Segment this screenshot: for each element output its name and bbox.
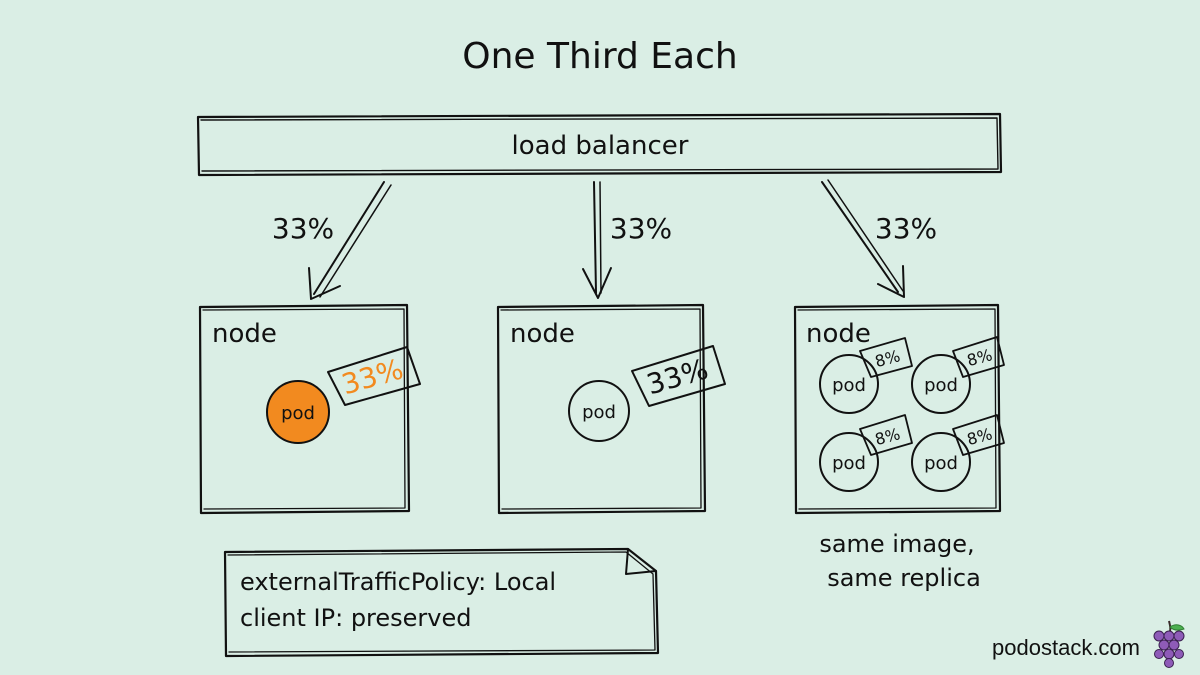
note-line1: externalTrafficPolicy: Local [240, 568, 556, 596]
node-label: node [212, 319, 277, 349]
pod: pod [568, 380, 630, 442]
pod: pod 8% [911, 336, 1005, 414]
node-caption-line1: same image, [819, 530, 974, 558]
pod-label: pod [832, 453, 866, 474]
traffic-arrow-center [582, 181, 612, 299]
pod: pod 8% [911, 414, 1005, 492]
pod-share-label: 8% [965, 345, 994, 370]
share-tag: 33% [631, 345, 726, 407]
node-label: node [510, 319, 575, 349]
grapes-icon [1153, 620, 1185, 668]
load-balancer-label: load balancer [512, 131, 689, 161]
site-credit: podostack.com [992, 635, 1140, 660]
share-tag: 33% [327, 346, 421, 406]
arrow-label-left: 33% [272, 212, 334, 245]
pod: pod [266, 380, 330, 444]
node-3: node pod 8% pod 8% pod 8% pod 8% same im… [793, 303, 1005, 592]
diagram-title: One Third Each [462, 36, 737, 77]
arrow-label-right: 33% [875, 212, 937, 245]
pod-share-label: 33% [338, 352, 407, 401]
pod-share-label: 8% [965, 424, 994, 449]
pod-label: pod [924, 453, 958, 474]
node-label: node [806, 319, 871, 349]
arrow-label-center: 33% [610, 212, 672, 245]
pod-share-label: 8% [873, 346, 902, 371]
load-balancer: load balancer [196, 112, 1003, 177]
pod-label: pod [582, 402, 616, 423]
node-2: node pod 33% [496, 303, 726, 515]
pod: pod 8% [819, 337, 913, 414]
node-1: node pod 33% [198, 303, 421, 515]
pod-share-label: 8% [873, 424, 902, 449]
traffic-arrow-right [821, 179, 905, 298]
traffic-arrow-left [308, 181, 392, 300]
note-card: externalTrafficPolicy: Local client IP: … [223, 547, 660, 658]
pod-label: pod [832, 375, 866, 396]
pod-label: pod [281, 403, 315, 424]
note-line2: client IP: preserved [240, 604, 472, 632]
node-caption-line2: same replica [827, 564, 981, 592]
pod: pod 8% [819, 414, 913, 492]
pod-share-label: 33% [643, 352, 712, 401]
pod-label: pod [924, 375, 958, 396]
